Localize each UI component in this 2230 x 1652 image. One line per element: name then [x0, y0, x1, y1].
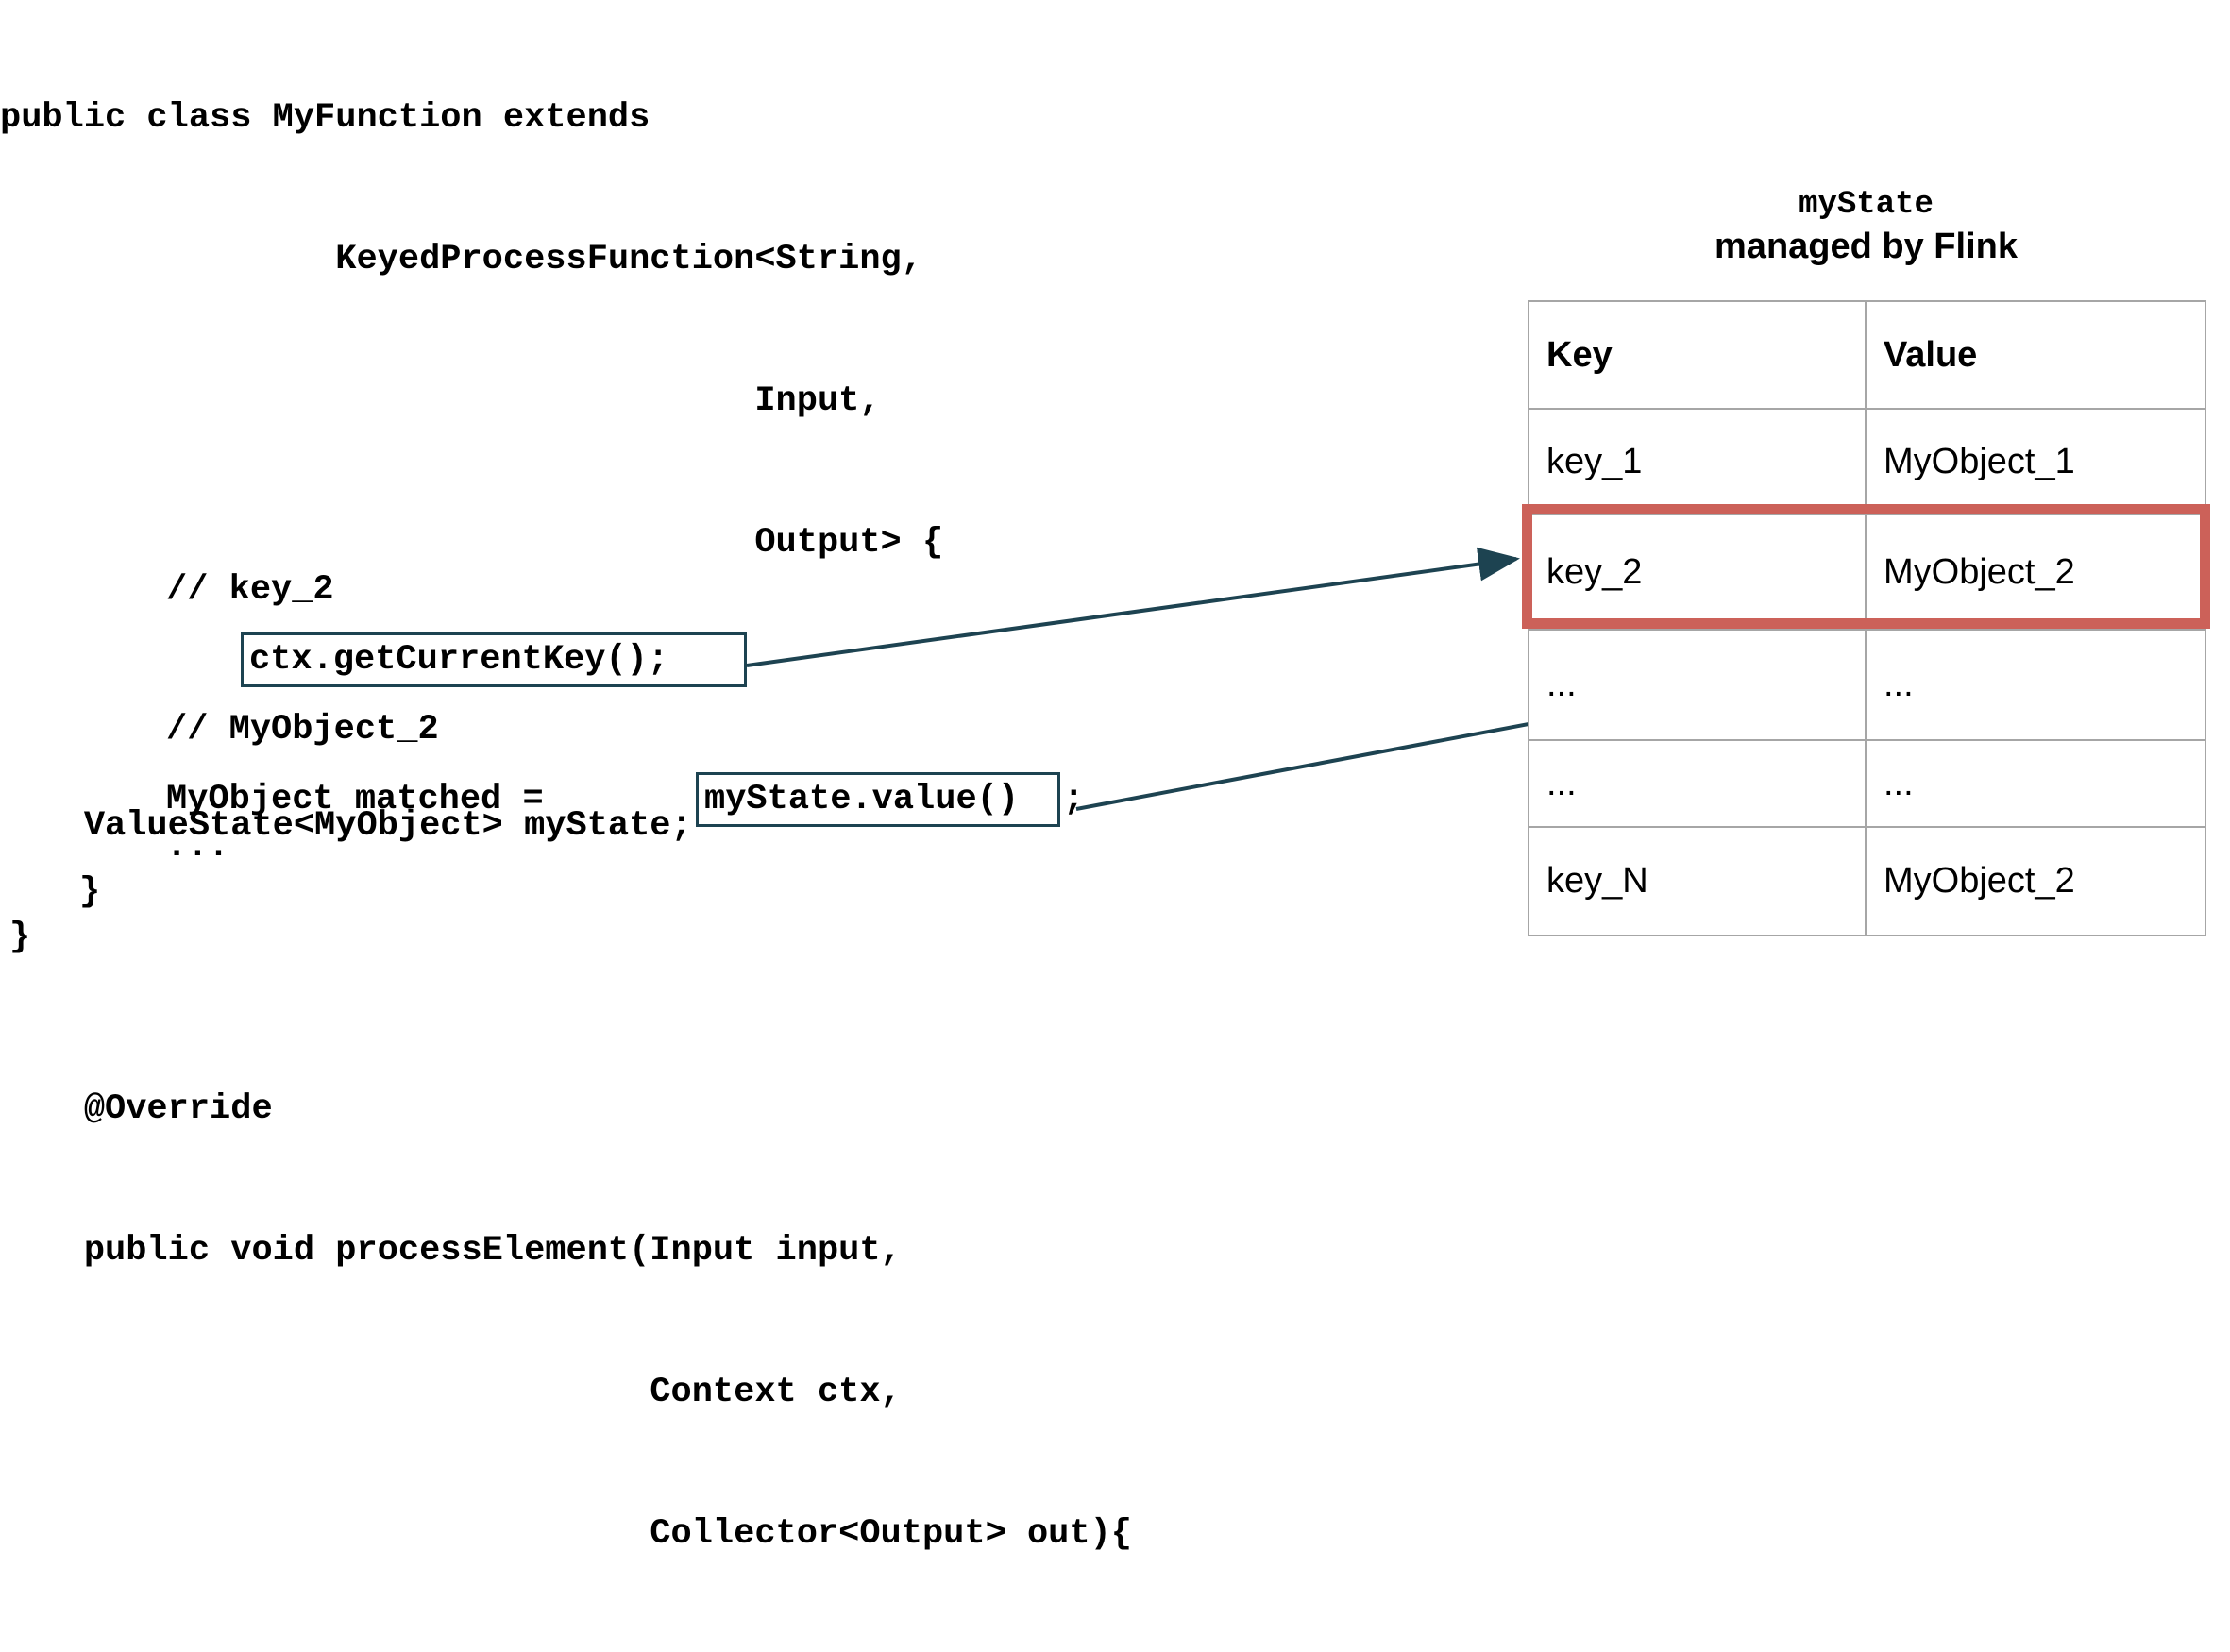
- assignment-suffix: ;: [1063, 780, 1085, 819]
- cell-value: ...: [1865, 629, 2206, 741]
- closing-brace-inner: }: [79, 872, 101, 912]
- table-row: ... ...: [1528, 739, 2206, 828]
- table-row-highlighted: key_2 MyObject_2: [1528, 514, 2206, 631]
- column-header-value: Value: [1865, 300, 2206, 410]
- column-header-key: Key: [1528, 300, 1867, 410]
- code-line: KeyedProcessFunction<String,: [0, 240, 922, 279]
- table-title: myState managed by Flink: [1528, 185, 2205, 268]
- code-line: Input,: [0, 381, 881, 421]
- cell-value: MyObject_2: [1865, 826, 2206, 936]
- code-ellipsis: ...: [166, 827, 229, 867]
- cell-key: key_2: [1528, 514, 1867, 631]
- cell-value: ...: [1865, 739, 2206, 828]
- comment-myobject-2: // MyObject_2: [166, 710, 439, 750]
- ctx-get-current-key-text: ctx.getCurrentKey();: [249, 640, 669, 680]
- code-line: @Override: [0, 1089, 273, 1129]
- ctx-get-current-key-box[interactable]: ctx.getCurrentKey();: [241, 632, 747, 687]
- comment-key-2: // key_2: [166, 570, 334, 610]
- cell-value: MyObject_2: [1865, 514, 2206, 631]
- cell-key: ...: [1528, 629, 1867, 741]
- cell-key: key_1: [1528, 408, 1867, 515]
- code-line: public void processElement(Input input,: [0, 1231, 902, 1271]
- table-row: ... ...: [1528, 629, 2206, 741]
- code-line: public class MyFunction extends: [0, 98, 650, 138]
- assignment-prefix: MyObject matched =: [166, 780, 565, 819]
- code-line: Context ctx,: [0, 1373, 902, 1412]
- table-title-subtitle: managed by Flink: [1715, 227, 2018, 266]
- table-title-state-name: myState: [1799, 187, 1934, 223]
- code-line: [0, 944, 1473, 991]
- mystate-value-box[interactable]: myState.value(): [696, 772, 1060, 827]
- cell-value: MyObject_1: [1865, 408, 2206, 515]
- state-key-value-table: Key Value key_1 MyObject_1 key_2 MyObjec…: [1528, 300, 2206, 936]
- cell-key: ...: [1528, 739, 1867, 828]
- table-row: key_N MyObject_2: [1528, 826, 2206, 936]
- table-row: key_1 MyObject_1: [1528, 408, 2206, 515]
- code-line: ValueState<MyObject> myState;: [0, 806, 692, 846]
- closing-brace-outer: }: [9, 918, 31, 957]
- table-header-row: Key Value: [1528, 300, 2206, 410]
- slide-canvas: public class MyFunction extends KeyedPro…: [0, 98, 2210, 1554]
- mystate-value-text: myState.value(): [704, 780, 1020, 819]
- cell-key: key_N: [1528, 826, 1867, 936]
- code-line: Collector<Output> out){: [0, 1514, 1132, 1554]
- code-line: Output> {: [0, 523, 944, 563]
